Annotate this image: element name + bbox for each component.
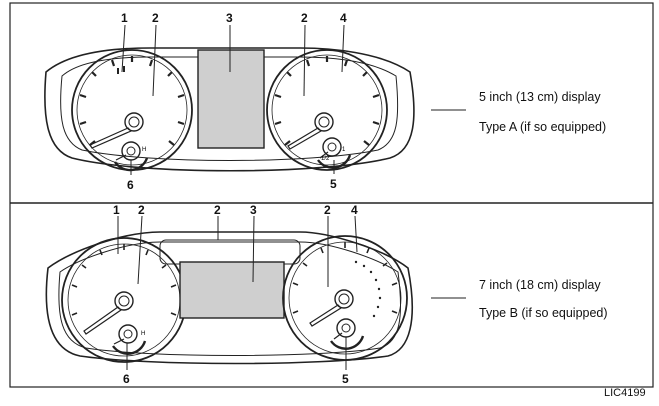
figure-code: LIC4199 [604, 387, 646, 399]
tachometer-gauge [61, 237, 187, 363]
panel-type-b: H [45, 203, 608, 386]
tachometer-gauge [71, 49, 193, 171]
fuel-gauge: H [114, 141, 149, 172]
temp-low-mark: 1/2 [321, 156, 330, 162]
fuel-high-mark: H [142, 147, 146, 153]
callout-2: 2 [301, 11, 308, 25]
temp-high-mark: 1 [342, 147, 346, 153]
callout-5: 5 [342, 372, 349, 386]
callout-6: 6 [127, 178, 134, 192]
callout-6: 6 [123, 372, 130, 386]
figure-frame [9, 2, 654, 388]
needle [89, 127, 133, 149]
tachometer-ticks [71, 244, 177, 316]
information-display [197, 49, 265, 149]
callout-2: 2 [138, 203, 145, 217]
callout-1: 1 [121, 11, 128, 25]
display-size-label: 7 inch (18 cm) display [479, 278, 601, 292]
callout-1: 1 [113, 203, 120, 217]
fuel-gauge: H [112, 324, 147, 355]
display-type-label: Type B (if so equipped) [479, 306, 608, 320]
cluster-bezel-outline [60, 56, 399, 161]
callout-4: 4 [351, 203, 358, 217]
display-type-label: Type A (if so equipped) [479, 120, 606, 134]
callout-5: 5 [330, 177, 337, 191]
speedometer-ticks [274, 56, 380, 146]
display-size-label: 5 inch (13 cm) display [479, 90, 601, 104]
speedometer-dots [354, 260, 382, 318]
callout-3: 3 [226, 11, 233, 25]
callout-3: 3 [250, 203, 257, 217]
panel-type-a: H [44, 11, 606, 192]
information-display [179, 261, 285, 319]
callout-leaders-a [121, 24, 345, 175]
speedometer-gauge [282, 235, 408, 361]
temperature-gauge: 1/2 1 [317, 137, 352, 169]
upper-display-frame [159, 239, 301, 265]
temperature-gauge [330, 318, 365, 350]
tachometer-ticks [79, 56, 185, 146]
callout-2: 2 [324, 203, 331, 217]
callout-2: 2 [152, 11, 159, 25]
speedometer-ticks [292, 242, 398, 314]
callout-2: 2 [214, 203, 221, 217]
needle-hub [124, 112, 144, 132]
fuel-high-mark: H [141, 331, 145, 337]
callout-leaders-b [117, 215, 358, 370]
cluster-hood-outline [45, 231, 414, 365]
callout-4: 4 [340, 11, 347, 25]
speedometer-gauge [266, 49, 388, 171]
cluster-hood-outline [44, 47, 415, 172]
